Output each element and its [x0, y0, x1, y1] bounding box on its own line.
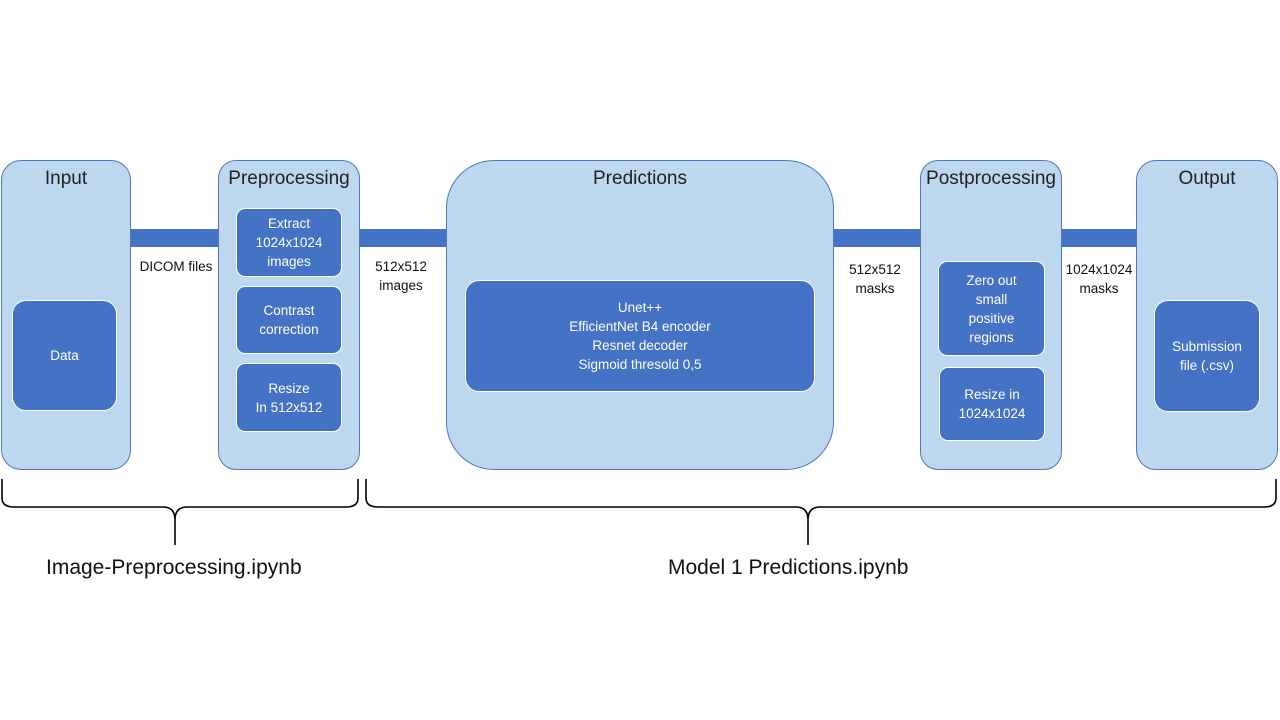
model-box: Unet++ EfficientNet B4 encoder Resnet de… [465, 280, 815, 392]
images-label-line-2: images [379, 278, 423, 293]
dicom-label-text: DICOM files [139, 259, 213, 274]
model-line-4: Sigmoid thresold 0,5 [578, 357, 702, 372]
masks-512-line-2: masks [855, 281, 895, 296]
arrow-postprocessing-to-output [1033, 221, 1155, 255]
zero-out-line-4: regions [969, 329, 1014, 345]
zero-out-line-3: positive [968, 310, 1015, 326]
zero-out-line-1: Zero out [966, 272, 1017, 288]
arrow-input-to-preprocessing [115, 221, 237, 255]
resize-512-line-2: In 512x512 [255, 399, 323, 415]
stage-predictions: Predictions Unet++ EfficientNet B4 encod… [446, 160, 834, 470]
zero-out-line-2: small [975, 291, 1008, 307]
masks-1024-line-2: masks [1079, 281, 1119, 296]
arrow-label-dicom: DICOM files [132, 257, 220, 276]
resize-1024-box: Resize in 1024x1024 [939, 367, 1045, 441]
brace-preprocessing [1, 479, 359, 545]
arrow-predictions-to-postprocessing [818, 221, 940, 255]
submission-line-1: Submission [1172, 339, 1242, 354]
extract-line-2: 1024x1024 [255, 235, 323, 250]
images-label-line-1: 512x512 [375, 259, 427, 274]
stage-preprocessing-title: Preprocessing [228, 168, 350, 189]
submission-file-box: Submission file (.csv) [1154, 300, 1260, 412]
arrow-label-1024-masks: 1024x1024 masks [1059, 260, 1139, 298]
stage-predictions-title: Predictions [593, 168, 687, 189]
stage-input: Input Data [1, 160, 131, 470]
extract-line-3: images [267, 254, 311, 269]
brace-predictions [365, 479, 1277, 545]
data-box-text: Data [50, 348, 79, 363]
submission-line-2: file (.csv) [1180, 358, 1234, 373]
zero-out-regions-box: Zero out small positive regions [938, 261, 1045, 356]
stage-postprocessing: Postprocessing Zero out small positive r… [920, 160, 1062, 470]
stage-output: Output Submission file (.csv) [1136, 160, 1278, 470]
resize-1024-line-1: Resize in [964, 387, 1020, 402]
extract-images-box: Extract 1024x1024 images [236, 208, 342, 277]
contrast-correction-box: Contrast correction [236, 286, 342, 354]
arrow-preprocessing-to-predictions [344, 221, 466, 255]
extract-line-1: Extract [267, 216, 310, 231]
contrast-line-1: Contrast [263, 303, 315, 318]
contrast-line-2: correction [259, 322, 319, 337]
resize-1024-line-2: 1024x1024 [958, 406, 1026, 421]
stage-input-title: Input [44, 168, 88, 189]
masks-1024-line-1: 1024x1024 [1065, 262, 1133, 277]
arrow-label-512-images: 512x512 images [361, 257, 441, 295]
notebook-label-predictions: Model 1 Predictions.ipynb [668, 556, 909, 579]
model-line-1: Unet++ [617, 300, 663, 315]
data-box: Data [12, 300, 117, 411]
model-line-2: EfficientNet B4 encoder [569, 319, 711, 334]
stage-postprocessing-title: Postprocessing [926, 168, 1056, 189]
stage-preprocessing: Preprocessing Extract 1024x1024 images C… [218, 160, 360, 470]
notebook-label-preprocessing: Image-Preprocessing.ipynb [46, 556, 302, 579]
resize-512-box: Resize In 512x512 [236, 363, 342, 432]
model-line-3: Resnet decoder [592, 338, 688, 353]
masks-512-line-1: 512x512 [849, 262, 901, 277]
resize-512-line-1: Resize [268, 380, 310, 396]
arrow-label-512-masks: 512x512 masks [835, 260, 915, 298]
stage-output-title: Output [1178, 168, 1236, 189]
